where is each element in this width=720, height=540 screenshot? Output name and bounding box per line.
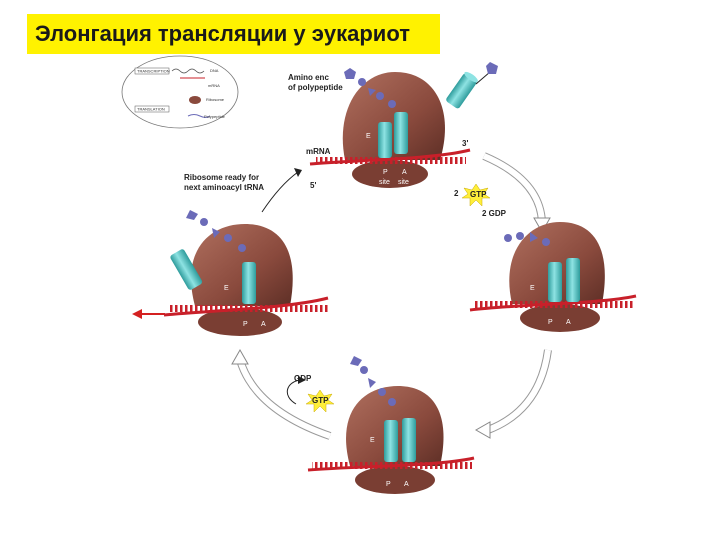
amino-end-label-2: of polypeptide [288, 83, 343, 92]
amino-acid [486, 62, 498, 74]
ready-label-2: next aminoacyl tRNA [184, 183, 264, 192]
three-prime-label: 3' [462, 139, 468, 148]
page-title: Элонгация трансляции у эукариот [27, 14, 440, 54]
inset-polypeptide [187, 114, 211, 118]
inset-dna-helix [171, 68, 205, 74]
a-site-label: A [566, 319, 571, 326]
ribosome-bottom: E P A [307, 356, 475, 494]
a-site-label: A [402, 169, 407, 176]
inset-mrna-label: mRNA [208, 83, 220, 88]
ribosome-right: E P A [469, 222, 637, 332]
polypeptide-chain [350, 356, 396, 406]
inset-dna-label: DNA [210, 68, 219, 73]
a-site-label: A [261, 321, 266, 328]
gtp-top-prefix: 2 [454, 189, 459, 198]
p-site-label: P [386, 481, 391, 488]
ribosome-left: E P A [163, 210, 329, 336]
e-site-label: E [530, 285, 535, 292]
exiting-trna [170, 249, 203, 290]
trna-a-site [402, 418, 416, 462]
ready-arrow [261, 171, 299, 213]
trna-p-site [242, 262, 256, 304]
inset-ribosome-label: Ribosome [206, 97, 225, 102]
p-site-label: P [383, 169, 388, 176]
e-site-label: E [370, 437, 375, 444]
gdp-bottom-label: GDP [294, 374, 312, 383]
cycle-arrows [132, 152, 552, 440]
small-subunit [352, 160, 428, 188]
gtp-top-label: GTP [470, 190, 487, 199]
amino-end-label-1: Amino enc [288, 73, 329, 82]
trna-p-site [384, 420, 398, 462]
inset-transcription-box [134, 67, 170, 75]
polypeptide-chain [344, 68, 396, 108]
p-site-label: P [548, 319, 553, 326]
five-prime-label: 5' [310, 181, 316, 190]
mrna-strand [309, 148, 471, 166]
e-site-label: E [224, 285, 229, 292]
gdp-top-label: 2 GDP [482, 209, 507, 218]
trna-a-site [566, 258, 580, 302]
ready-label-1: Ribosome ready for [184, 173, 259, 182]
overview-inset: TRANSCRIPTION DNA mRNA TRANSLATION Ribos… [121, 55, 239, 129]
inset-transcription-label: TRANSCRIPTION [137, 69, 170, 74]
inset-polypeptide-label: Polypeptide [204, 114, 226, 119]
gdp-arrow [286, 379, 301, 405]
gtp-bottom-burst [305, 389, 335, 413]
inset-ribosome [189, 96, 201, 104]
mrna-label: mRNA [306, 147, 331, 156]
gtp-bottom-label: GTP [312, 396, 329, 405]
trna-p-site [548, 262, 562, 302]
polypeptide-chain [504, 232, 550, 246]
large-subunit [342, 72, 445, 160]
p-site-label: P [243, 321, 248, 328]
a-site-label: A [404, 481, 409, 488]
cycle-arrow-right-bottom [486, 349, 552, 434]
site-label: site [379, 179, 390, 186]
e-site-label: E [366, 133, 371, 140]
trna-p-site [378, 122, 392, 158]
gtp-top-burst [461, 183, 491, 207]
incoming-trna [446, 62, 498, 109]
inset-translation-label: TRANSLATION [137, 107, 165, 112]
ribosome-top: E P A site site [309, 68, 471, 188]
inset-translation-box [134, 105, 170, 113]
polypeptide-chain [186, 210, 246, 252]
site-label: site [398, 179, 409, 186]
